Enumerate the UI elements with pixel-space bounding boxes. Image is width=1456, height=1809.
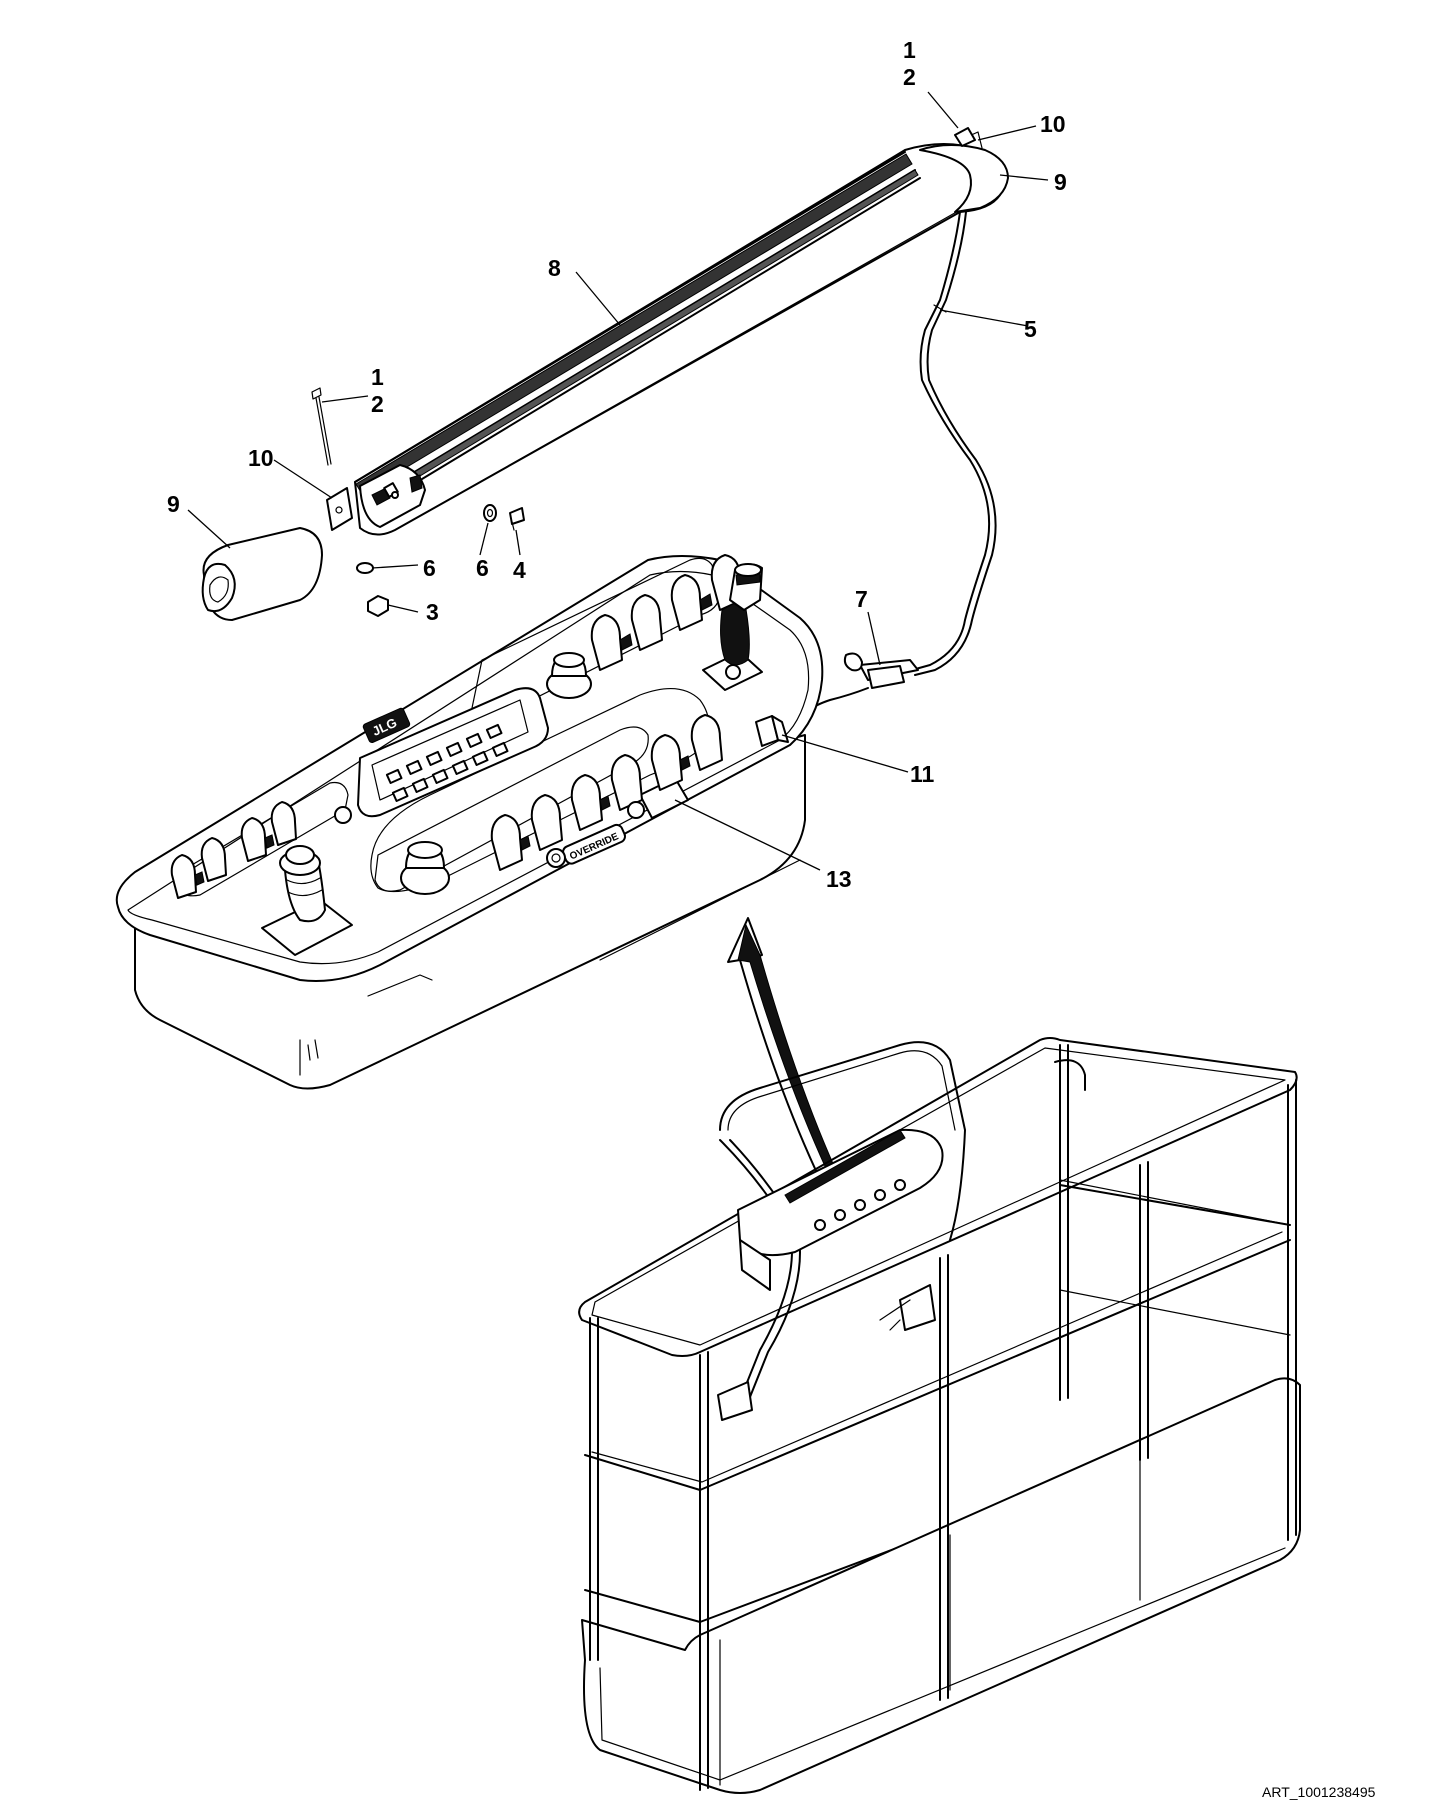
callout-6-right: 6 — [476, 555, 489, 581]
emergency-buttons — [334, 652, 645, 895]
left-hardware — [201, 387, 525, 621]
callout-3: 3 — [426, 599, 439, 625]
keypad-keys — [385, 723, 509, 803]
platform-basket — [578, 1037, 1301, 1794]
left-joystick — [261, 845, 353, 956]
callout-11: 11 — [910, 761, 935, 787]
callout-10-left: 10 — [248, 445, 274, 471]
callout-1-left: 1 — [371, 364, 384, 390]
callout-9-left: 9 — [167, 491, 180, 517]
callout-2-top: 2 — [903, 64, 916, 90]
platform-console — [737, 1128, 944, 1291]
callout-1-top: 1 — [903, 37, 916, 63]
callout-numbers: 1 2 10 9 8 5 1 2 10 9 6 6 4 3 7 11 13 — [167, 37, 1067, 892]
left-toggles — [170, 801, 297, 899]
callout-9-top: 9 — [1054, 169, 1067, 195]
callout-7: 7 — [855, 586, 868, 612]
callout-10-top: 10 — [1040, 111, 1066, 137]
callout-13: 13 — [826, 866, 852, 892]
control-console: JLG OVERRIDE — [115, 554, 824, 1090]
light-bar — [354, 127, 1009, 536]
right-joystick — [702, 563, 763, 691]
callout-6-lower: 6 — [423, 555, 436, 581]
callout-2-left: 2 — [371, 391, 384, 417]
leader-lines — [187, 91, 1049, 871]
callout-5: 5 — [1024, 316, 1037, 342]
art-number: ART_1001238495 — [1262, 1784, 1376, 1800]
lower-toggles — [490, 714, 723, 871]
cable-harness — [809, 211, 997, 711]
callout-8: 8 — [548, 255, 561, 281]
callout-4: 4 — [513, 557, 526, 583]
